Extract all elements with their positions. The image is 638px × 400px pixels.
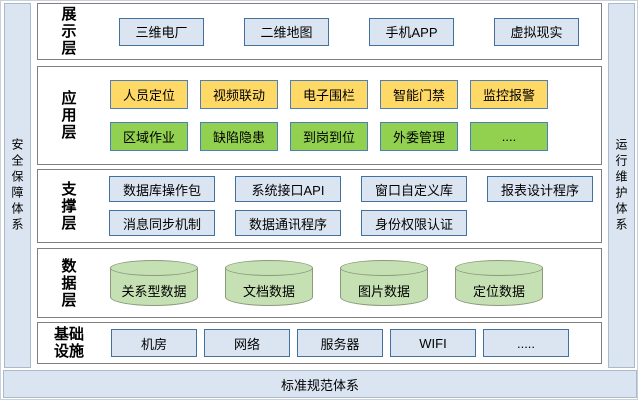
cylinder-top-ellipse bbox=[455, 260, 543, 276]
infrastructure-box: 网络 bbox=[204, 329, 290, 357]
layer-label: 基础 设施 bbox=[53, 326, 84, 360]
database-cylinder: 图片数据 bbox=[340, 260, 428, 306]
application-box: 视频联动 bbox=[200, 80, 278, 109]
right-axis-label: 运行维护体系 bbox=[614, 137, 628, 234]
layer-content: 关系型数据 文档数据 图片数据 定位数据 bbox=[100, 249, 597, 317]
layer-row: 人员定位视频联动电子围栏智能门禁监控报警 bbox=[110, 80, 597, 109]
left-axis-security-system: 安全保障体系 bbox=[4, 3, 31, 368]
layer-label: 数 据 层 bbox=[61, 257, 77, 309]
application-box: 缺陷隐患 bbox=[200, 122, 278, 151]
application-box: 人员定位 bbox=[110, 80, 188, 109]
infrastructure-box: 服务器 bbox=[297, 329, 383, 357]
bottom-axis-label: 标准规范体系 bbox=[280, 377, 359, 393]
presentation-box: 二维地图 bbox=[244, 17, 329, 46]
database-cylinder: 关系型数据 bbox=[110, 260, 198, 306]
presentation-box: 三维电厂 bbox=[119, 17, 204, 46]
layer-row: 三维电厂 二维地图 手机APP 虚拟现实 bbox=[119, 17, 597, 46]
left-axis-label: 安全保障体系 bbox=[10, 137, 24, 234]
support-box: 数据通讯程序 bbox=[235, 210, 341, 236]
infrastructure-box: WIFI bbox=[390, 329, 476, 357]
cylinder-label: 图片数据 bbox=[357, 283, 410, 299]
application-box: 区域作业 bbox=[110, 122, 188, 151]
layer-label: 应 用 层 bbox=[61, 90, 77, 141]
bottom-axis-standards: 标准规范体系 bbox=[3, 370, 637, 398]
presentation-box: 虚拟现实 bbox=[494, 17, 579, 46]
cylinder-top-ellipse bbox=[340, 260, 428, 276]
presentation-box: 手机APP bbox=[369, 17, 454, 46]
cylinder-label: 文档数据 bbox=[242, 283, 295, 299]
support-box: 数据库操作包 bbox=[109, 176, 215, 202]
application-box: .... bbox=[470, 122, 548, 151]
layer-content: 人员定位视频联动电子围栏智能门禁监控报警 区域作业缺陷隐患到岗到位外委管理...… bbox=[100, 67, 597, 164]
layer-row: 消息同步机制数据通讯程序身份权限认证 bbox=[109, 210, 597, 236]
cylinder-label: 关系型数据 bbox=[121, 283, 187, 299]
layer-presentation: 展 示 层 三维电厂 二维地图 手机APP 虚拟现实 bbox=[37, 3, 602, 60]
layer-content: 数据库操作包系统接口API 窗口自定义库报表设计程序 消息同步机制数据通讯程序身份… bbox=[100, 170, 597, 242]
support-box: 报表设计程序 bbox=[487, 176, 593, 202]
layer-content: 三维电厂 二维地图 手机APP 虚拟现实 bbox=[100, 4, 597, 59]
application-box: 外委管理 bbox=[380, 122, 458, 151]
layer-data: 数 据 层 关系型数据 文档数据 图片数据 定位数据 bbox=[37, 248, 602, 318]
right-axis-operation-maintenance: 运行维护体系 bbox=[608, 3, 635, 368]
cylinder-label: 定位数据 bbox=[472, 283, 525, 299]
layer-label: 展 示 层 bbox=[61, 6, 77, 57]
application-box: 电子围栏 bbox=[290, 80, 368, 109]
application-box: 监控报警 bbox=[470, 80, 548, 109]
layer-row: 数据库操作包系统接口API 窗口自定义库报表设计程序 bbox=[109, 176, 597, 202]
cylinder-top-ellipse bbox=[110, 260, 198, 276]
infrastructure-box: 机房 bbox=[111, 329, 197, 357]
support-box: 系统接口API bbox=[235, 176, 341, 202]
support-box: 身份权限认证 bbox=[361, 210, 467, 236]
infrastructure-box: ..... bbox=[483, 329, 569, 357]
database-cylinder: 文档数据 bbox=[225, 260, 313, 306]
application-box: 到岗到位 bbox=[290, 122, 368, 151]
layer-row: 区域作业缺陷隐患到岗到位外委管理.... bbox=[110, 122, 597, 151]
database-cylinder: 定位数据 bbox=[455, 260, 543, 306]
layer-application: 应 用 层 人员定位视频联动电子围栏智能门禁监控报警 区域作业缺陷隐患到岗到位外… bbox=[37, 66, 602, 165]
cylinder-top-ellipse bbox=[225, 260, 313, 276]
layer-label: 支 撑 层 bbox=[61, 180, 77, 232]
support-box: 窗口自定义库 bbox=[361, 176, 467, 202]
support-box: 消息同步机制 bbox=[109, 210, 215, 236]
layer-row: 关系型数据 文档数据 图片数据 定位数据 bbox=[110, 260, 597, 306]
application-box: 智能门禁 bbox=[380, 80, 458, 109]
